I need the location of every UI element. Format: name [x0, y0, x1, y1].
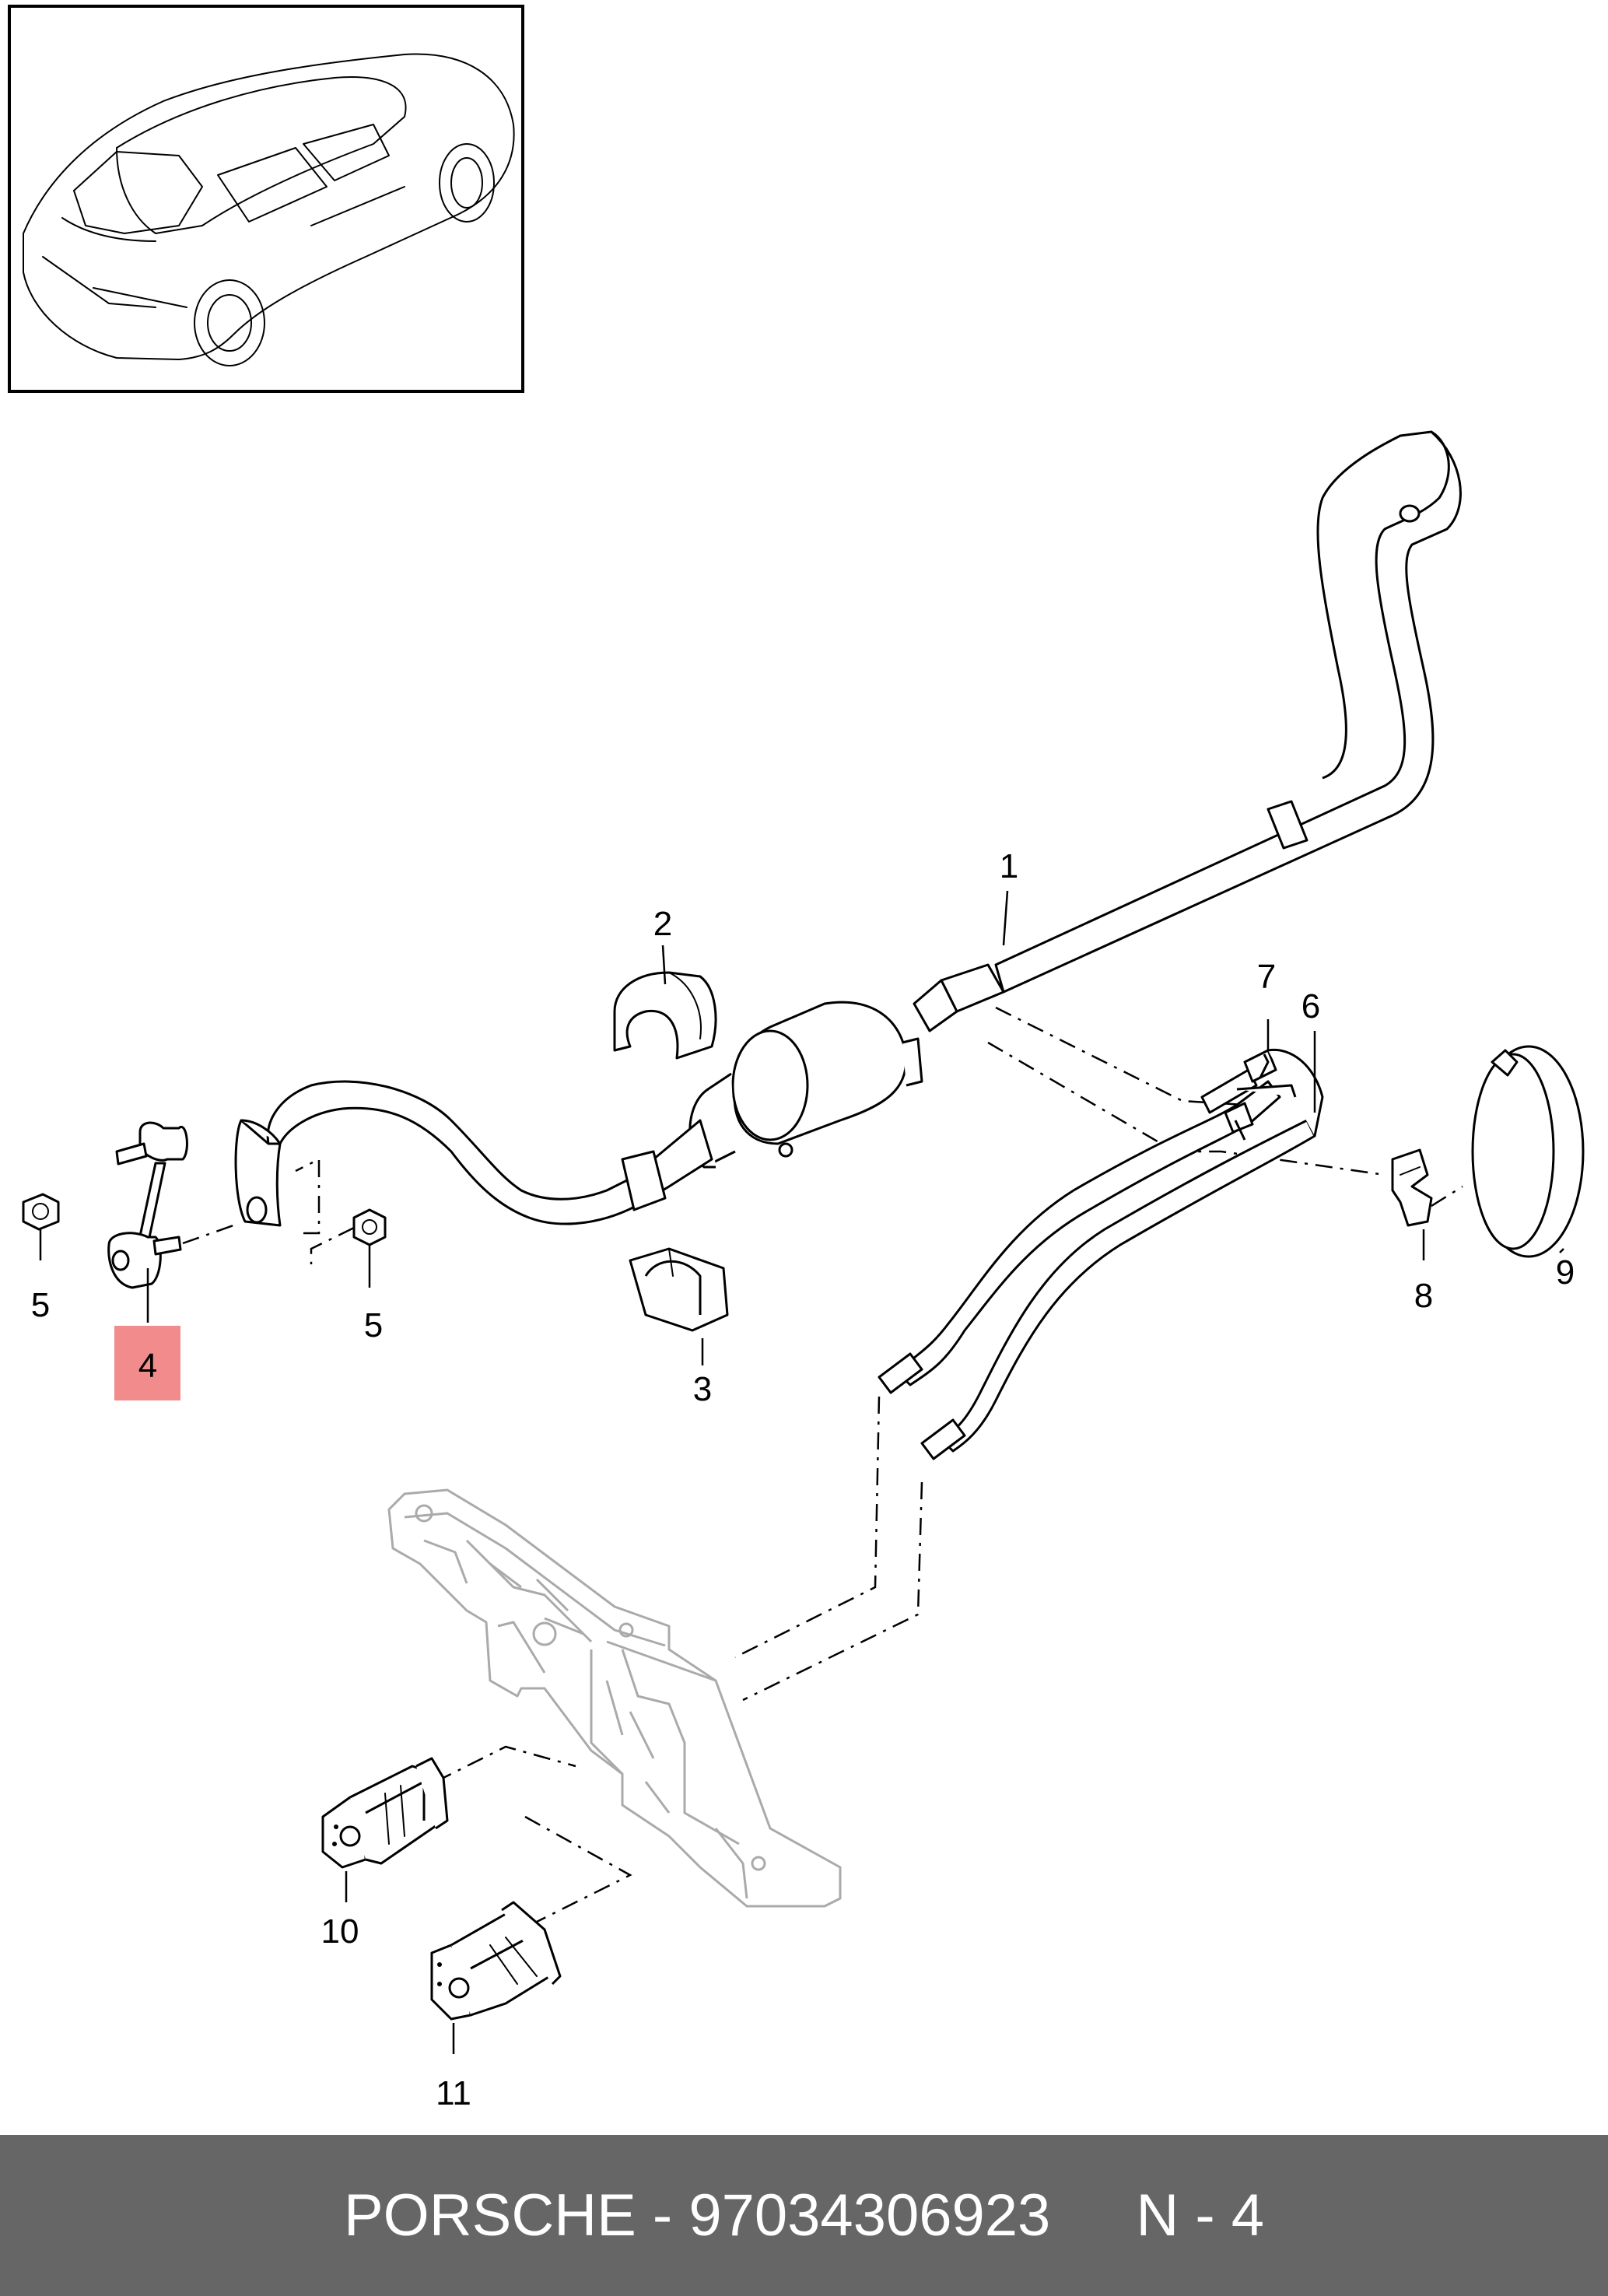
- bushing-part-2: [613, 971, 717, 1060]
- brand-label: PORSCHE: [343, 2182, 636, 2249]
- callout-9: 9: [1556, 1253, 1575, 1292]
- hose-clamp-part-9: [1471, 1045, 1585, 1258]
- part-number: 97034306923: [688, 2182, 1051, 2249]
- coupling-rod-part-4: [107, 1121, 188, 1289]
- nut-part-5-right: [352, 1208, 387, 1246]
- clip-part-8: [1391, 1148, 1433, 1227]
- callout-leaders: [39, 890, 1564, 2054]
- callout-labels: 1 2 3 4 5 5 6 7 8 9 10 11: [31, 847, 1575, 2112]
- nut-part-5-left: [22, 1193, 60, 1231]
- hose-lines: [878, 1048, 1324, 1460]
- assembly-lines: [182, 1006, 1463, 1923]
- footer-bar: PORSCHE - 97034306923 N - 4: [0, 2135, 1608, 2296]
- separator: -: [636, 2182, 689, 2249]
- callout-8: 8: [1414, 1277, 1433, 1315]
- vehicle-thumbnail: [8, 5, 524, 393]
- callout-1: 1: [1000, 847, 1018, 885]
- bracket-part-3: [629, 1247, 729, 1332]
- callout-5-left: 5: [31, 1286, 50, 1324]
- highlight-box: [114, 1326, 180, 1400]
- callout-6: 6: [1301, 987, 1320, 1025]
- mount-part-11: [430, 1901, 562, 2021]
- callout-3: 3: [693, 1370, 712, 1408]
- callout-2: 2: [653, 905, 672, 943]
- callout-7: 7: [1257, 958, 1276, 996]
- callout-11: 11: [436, 2074, 471, 2112]
- stabilizer-bar: [234, 430, 1462, 1227]
- subframe-reference: [387, 1488, 842, 1908]
- callout-5-right: 5: [364, 1306, 383, 1344]
- parts-diagram: 1 2 3 4 5 5 6 7 8 9 10 11: [8, 5, 1585, 2112]
- callout-4: 4: [138, 1347, 157, 1385]
- callout-10: 10: [321, 1912, 359, 1951]
- mount-part-10: [321, 1757, 449, 1869]
- diagram-position: N - 4: [1136, 2182, 1265, 2249]
